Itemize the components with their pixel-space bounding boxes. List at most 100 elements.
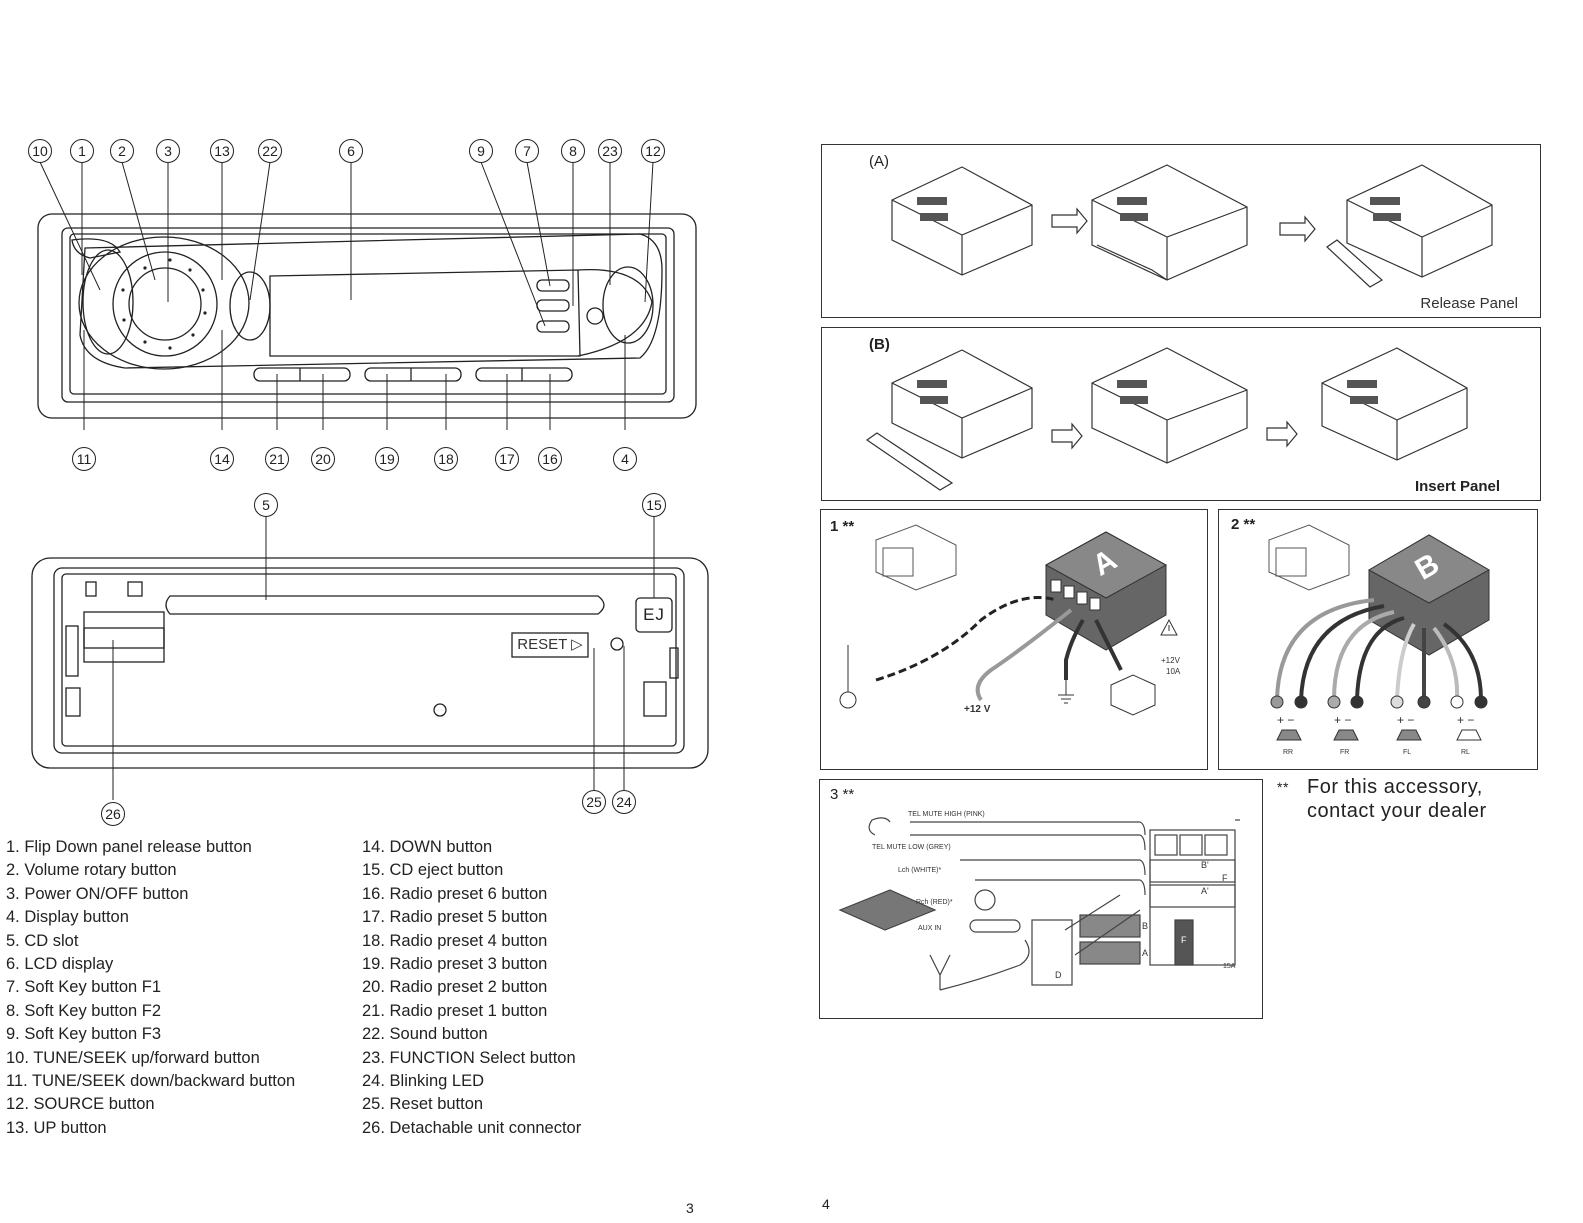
callout-7: 7 xyxy=(515,139,539,163)
accessory-note-stars: ** xyxy=(1277,779,1289,795)
callout-24: 24 xyxy=(612,790,636,814)
legend-item: 4. Display button xyxy=(6,908,129,927)
legend-item: 21. Radio preset 1 button xyxy=(362,1001,548,1020)
release-panel-caption: Release Panel xyxy=(1420,295,1518,312)
insert-panel-svg xyxy=(865,347,1468,491)
callout-14: 14 xyxy=(210,447,234,471)
rch-label: Rch (RED)* xyxy=(916,899,953,906)
speaker-rl: RL xyxy=(1461,749,1470,756)
polarity-fl: + − xyxy=(1397,713,1415,727)
legend-item: 13. UP button xyxy=(6,1118,107,1137)
legend-item: 23. FUNCTION Select button xyxy=(362,1048,576,1067)
conn-b-label: B' xyxy=(1201,860,1209,870)
release-panel-svg xyxy=(891,164,1493,288)
callout-9: 9 xyxy=(469,139,493,163)
legend-item: 17. Radio preset 5 button xyxy=(362,908,548,927)
speaker-fl: FL xyxy=(1403,749,1412,756)
page-number-left: 3 xyxy=(686,1200,694,1216)
wiring1-svg: A xyxy=(839,524,1178,716)
plug-f-label: F xyxy=(1181,935,1187,945)
callout-4: 4 xyxy=(613,447,637,471)
legend-item: 11. TUNE/SEEK down/backward button xyxy=(6,1072,296,1091)
front-panel-svg xyxy=(37,161,697,430)
callout-3: 3 xyxy=(156,139,180,163)
legend-item: 24. Blinking LED xyxy=(362,1072,484,1091)
legend-item: 12. SOURCE button xyxy=(6,1095,155,1114)
page-number-right: 4 xyxy=(822,1196,830,1212)
callout-13: 13 xyxy=(210,139,234,163)
wiring-diagram-2: 2 ** B + − xyxy=(1218,509,1538,770)
legend-item: 25. Reset button xyxy=(362,1095,484,1114)
legend-item: 15. CD eject button xyxy=(362,861,504,880)
panel-b-tag: (B) xyxy=(869,336,890,353)
wiring1-tag: 1 ** xyxy=(830,518,855,535)
callout-23: 23 xyxy=(598,139,622,163)
callout-20: 20 xyxy=(311,447,335,471)
fuse-15a-label: 15A xyxy=(1223,963,1236,970)
callout-26: 26 xyxy=(101,802,125,826)
legend-left: 1. Flip Down panel release button 2. Vol… xyxy=(6,836,295,1140)
legend-item: 2. Volume rotary button xyxy=(6,861,177,880)
legend-item: 18. Radio preset 4 button xyxy=(362,931,548,950)
polarity-fr: + − xyxy=(1334,713,1352,727)
chassis-svg xyxy=(31,514,709,800)
insert-panel-box: (B) Insert Panel xyxy=(821,327,1541,501)
callout-8: 8 xyxy=(561,139,585,163)
legend-item: 5. CD slot xyxy=(6,931,79,950)
callout-15: 15 xyxy=(642,493,666,517)
tel-mute-high: TEL MUTE HIGH (PINK) xyxy=(908,811,985,818)
lch-label: Lch (WHITE)* xyxy=(898,867,942,874)
legend-item: 26. Detachable unit connector xyxy=(362,1118,582,1137)
wiring3-svg xyxy=(838,817,1240,991)
reset-label: RESET ▷ xyxy=(517,636,583,653)
legend-item: 8. Soft Key button F2 xyxy=(6,1001,162,1020)
callout-17: 17 xyxy=(495,447,519,471)
legend-item: 3. Power ON/OFF button xyxy=(6,884,189,903)
legend-item: 14. DOWN button xyxy=(362,838,493,856)
legend-item: 16. Radio preset 6 button xyxy=(362,884,548,903)
legend-item: 9. Soft Key button F3 xyxy=(6,1025,162,1044)
legend-item: 1. Flip Down panel release button xyxy=(6,838,252,856)
legend-item: 7. Soft Key button F1 xyxy=(6,978,162,997)
legend-item: 6. LCD display xyxy=(6,955,114,974)
tel-mute-low: TEL MUTE LOW (GREY) xyxy=(872,844,951,851)
legend-item: 10. TUNE/SEEK up/forward button xyxy=(6,1048,260,1067)
callout-16: 16 xyxy=(538,447,562,471)
callout-12: 12 xyxy=(641,139,665,163)
eject-label: EJ xyxy=(643,605,665,624)
wiring2-tag: 2 ** xyxy=(1231,516,1256,533)
callout-21: 21 xyxy=(265,447,289,471)
release-panel-box: (A) Release Panel xyxy=(821,144,1541,318)
legend-item: 20. Radio preset 2 button xyxy=(362,978,548,997)
accessory-note-line1: For this accessory, xyxy=(1307,776,1483,798)
wiring2-svg: B xyxy=(1268,524,1491,741)
callout-25: 25 xyxy=(582,790,606,814)
wiring-diagram-3: 3 ** xyxy=(819,779,1263,1019)
plug-a-label: A xyxy=(1142,948,1149,958)
insert-panel-caption: Insert Panel xyxy=(1414,478,1500,495)
wiring-diagram-1: 1 ** A +12 V +12V 10A xyxy=(820,509,1208,770)
legend-right: 14. DOWN button 15. CD eject button 16. … xyxy=(362,836,581,1140)
polarity-rl: + − xyxy=(1457,713,1475,727)
speaker-rr: RR xyxy=(1283,749,1294,756)
conn-a-label: A' xyxy=(1201,886,1209,896)
speaker-fr: FR xyxy=(1340,749,1350,756)
callout-19: 19 xyxy=(375,447,399,471)
callout-11: 11 xyxy=(72,447,96,471)
callout-18: 18 xyxy=(434,447,458,471)
aux-in-label: AUX IN xyxy=(918,925,942,932)
legend-item: 19. Radio preset 3 button xyxy=(362,955,548,974)
callout-2: 2 xyxy=(110,139,134,163)
legend-item: 22. Sound button xyxy=(362,1025,488,1044)
callout-6: 6 xyxy=(339,139,363,163)
accessory-note-line2: contact your dealer xyxy=(1307,800,1487,822)
fuse-label: +12V xyxy=(1161,656,1180,665)
callout-22: 22 xyxy=(258,139,282,163)
conn-f-label: F xyxy=(1222,873,1228,883)
fuse-amp-label: 10A xyxy=(1166,667,1181,676)
callout-10: 10 xyxy=(28,139,52,163)
callout-5: 5 xyxy=(254,493,278,517)
plus-12v-label: +12 V xyxy=(964,704,991,715)
callout-1: 1 xyxy=(70,139,94,163)
polarity-rr: + − xyxy=(1277,713,1295,727)
